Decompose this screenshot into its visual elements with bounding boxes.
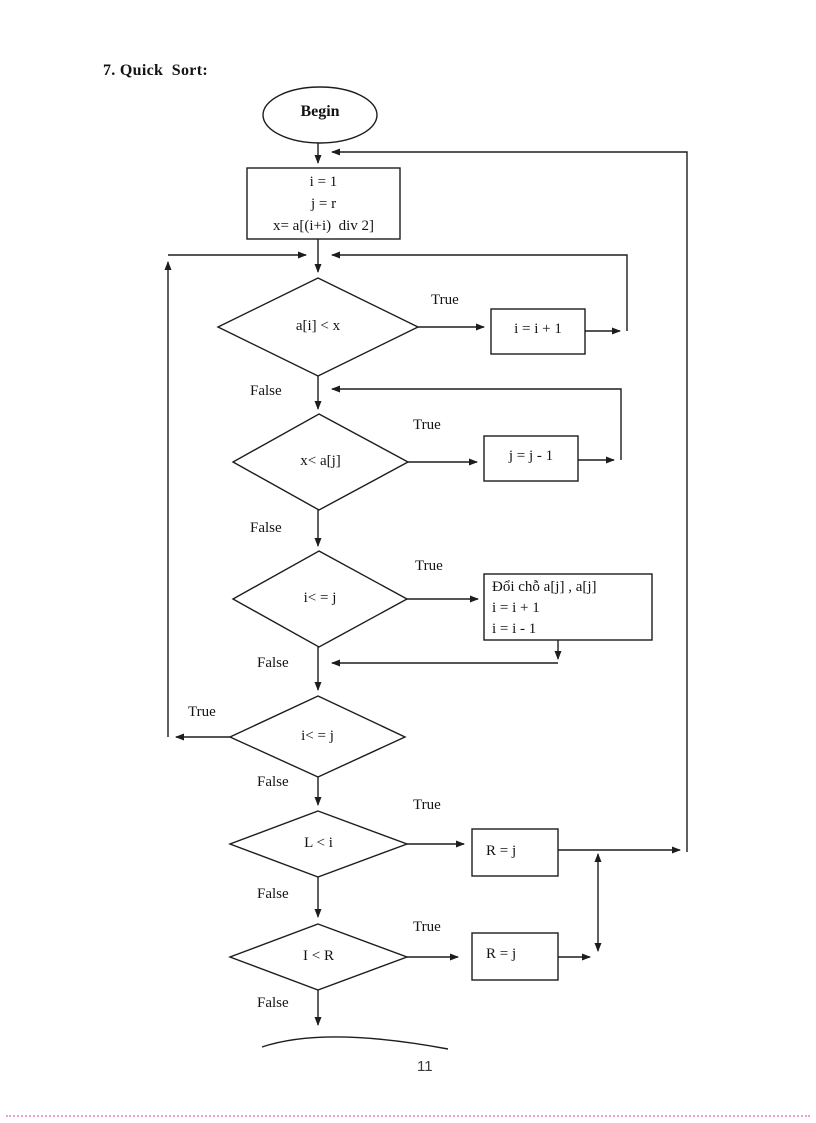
- inc-i-box-shape: [490, 308, 586, 355]
- true-label-3: True: [415, 558, 443, 574]
- decision5-shape: [228, 810, 410, 878]
- decision4-shape: [228, 695, 407, 778]
- decision6-label: I < R: [303, 948, 334, 964]
- flow-connectors: [164, 143, 688, 1026]
- decision3-label: i< = j: [303, 590, 337, 606]
- init-process-box: i = 1 j = r x= a[(i+i) div 2]: [247, 171, 400, 237]
- false-label-4: False: [257, 774, 289, 790]
- begin-label: Begin: [300, 103, 340, 120]
- page-title: 7. Quick Sort:: [103, 62, 208, 79]
- decision1-label: a[i] < x: [295, 318, 341, 334]
- swap-box-shape: [483, 573, 653, 641]
- false-label-5: False: [257, 886, 289, 902]
- inc-i-label: i = i + 1: [514, 321, 562, 337]
- decision3-shape: [231, 550, 409, 648]
- set-r1-label: R = j: [486, 843, 517, 859]
- true-label-1: True: [431, 292, 459, 308]
- decision1-shape: [216, 277, 420, 377]
- true-label-5: True: [413, 797, 441, 813]
- page-number: 11: [417, 1058, 433, 1075]
- footer-dotted-line: [6, 1115, 810, 1117]
- true-label-4: True: [188, 704, 216, 720]
- swap-line-3: i = i - 1: [492, 621, 537, 637]
- true-label-6: True: [413, 919, 441, 935]
- false-label-1: False: [250, 383, 282, 399]
- set-r2-label: R = j: [486, 946, 517, 962]
- swap-line-1: Đổi chỗ a[j] , a[j]: [492, 579, 597, 595]
- decision4-label: i< = j: [301, 728, 334, 744]
- decision2-shape: [231, 413, 410, 511]
- init-line-2: j = r: [310, 196, 337, 212]
- false-label-2: False: [250, 520, 282, 536]
- swap-process-box: Đổi chỗ a[j] , a[j] i = i + 1 i = i - 1: [492, 577, 648, 640]
- false-label-3: False: [257, 655, 289, 671]
- decision6-shape: [228, 923, 410, 991]
- dec-j-box-shape: [483, 435, 579, 482]
- swap-line-2: i = i + 1: [492, 600, 540, 616]
- end-arc: [261, 1036, 449, 1050]
- set-r2-box-shape: [471, 932, 559, 981]
- false-label-6: False: [257, 995, 289, 1011]
- true-label-2: True: [413, 417, 441, 433]
- begin-terminal-shape: [262, 86, 378, 144]
- init-line-1: i = 1: [309, 174, 338, 190]
- init-line-3: x= a[(i+i) div 2]: [272, 218, 375, 234]
- set-r1-box-shape: [471, 828, 559, 877]
- decision2-label: x< a[j]: [300, 453, 341, 469]
- dec-j-label: j = j - 1: [508, 448, 554, 464]
- init-box-shape: [246, 167, 401, 240]
- decision5-label: L < i: [304, 835, 333, 851]
